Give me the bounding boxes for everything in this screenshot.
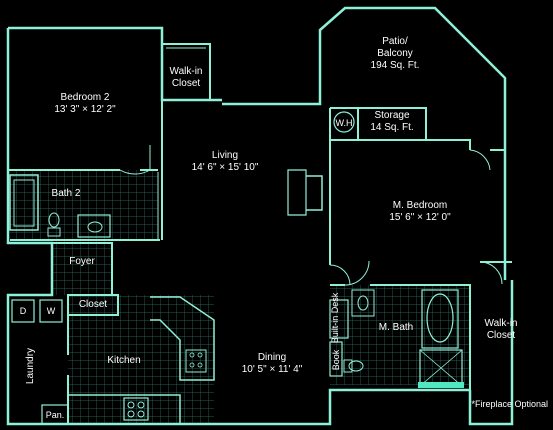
foyer-label: Foyer [69,256,95,267]
master-name: M. Bedroom [392,200,448,211]
laundry-label: Laundry [25,347,36,385]
washer [39,299,63,323]
dryer [11,299,35,323]
bath2-tub [9,174,39,231]
stove [123,397,149,421]
living-dims: 14' 6" × 15' 10" [191,162,259,173]
walkin-closet-1-line2: Closet [171,78,201,89]
washer-label: W [46,306,56,316]
walkin-closet-2-line1: Walk-in [484,318,518,329]
kitchen-counter [150,296,215,381]
kitchen-lower-counter [68,394,181,424]
accent-strip [418,382,464,388]
outer-wall-living-top [222,6,507,280]
water-heater-label: W.H [335,118,353,128]
mbath-toilet [348,360,364,372]
living-name: Living [211,150,239,161]
mbath-tub [426,293,454,343]
walkin-closet-1 [161,43,211,101]
fireplace-footnote: *Fireplace Optional [471,399,548,409]
closet2-door [479,261,503,285]
patio-area: 194 Sq. Ft. [370,60,420,71]
master-bath-door [344,260,370,286]
master-walls [329,139,512,390]
mbath-vanity [351,289,375,317]
closet-label: Closet [78,299,108,310]
mbath-label: M. Bath [378,322,414,333]
dining-name: Dining [257,352,287,363]
bath2-toilet [48,212,60,228]
tile-areas [10,170,470,423]
book-label: Book [331,349,341,371]
bath2-vanity [77,214,111,238]
dining-dims: 10' 5" × 11' 4" [241,364,303,375]
storage-name: Storage [374,110,410,121]
kitchen-label: Kitchen [107,355,141,366]
walkin-closet-1-line1: Walk-in [169,66,203,77]
entry-door-arc [329,264,351,286]
master-door [469,149,491,171]
outer-wall-east [468,280,514,426]
foyer-walls [52,242,113,295]
sink [185,349,207,373]
bookshelf [329,341,343,377]
pantry [41,404,69,425]
bedroom2-name: Bedroom 2 [60,92,110,103]
bed2-walls [8,28,163,241]
walkin-closet-2-line2: Closet [486,330,516,341]
pantry-label: Pan. [45,410,65,420]
storage-area: 14 Sq. Ft. [370,122,414,133]
bath2-door [119,145,151,175]
outer-wall-west [6,28,470,426]
dryer-label: D [19,306,27,316]
patio-line2: Balcony [377,48,413,59]
bedroom2-dims: 13' 3" × 12' 2" [54,104,116,115]
bath2-label: Bath 2 [51,188,81,199]
desk [329,299,349,339]
patio-line1: Patio/ [382,36,408,47]
closet-box [67,294,119,316]
water-heater [333,111,355,133]
master-dims: 15' 6" × 12' 0" [389,212,451,223]
fireplace [287,169,307,216]
